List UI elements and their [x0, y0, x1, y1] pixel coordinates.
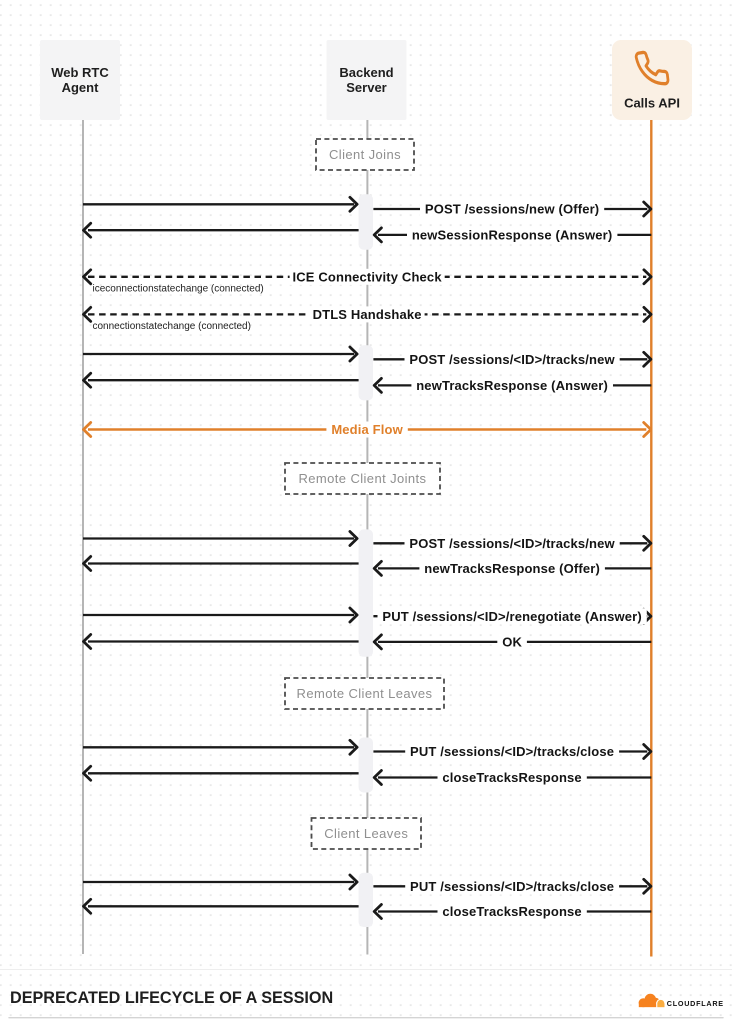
svg-text:DEPRECATED LIFECYCLE OF A SESS: DEPRECATED LIFECYCLE OF A SESSION	[10, 989, 333, 1007]
svg-text:OK: OK	[502, 635, 522, 650]
svg-text:POST /sessions/new (Offer): POST /sessions/new (Offer)	[425, 202, 599, 217]
svg-text:Server: Server	[346, 80, 386, 95]
svg-text:iceconnectionstatechange (conn: iceconnectionstatechange (connected)	[93, 284, 264, 295]
svg-text:Client Joins: Client Joins	[329, 147, 401, 162]
svg-text:newSessionResponse (Answer): newSessionResponse (Answer)	[412, 228, 613, 243]
svg-text:connectionstatechange (connect: connectionstatechange (connected)	[93, 321, 251, 332]
svg-text:POST /sessions/<ID>/tracks/new: POST /sessions/<ID>/tracks/new	[409, 536, 615, 551]
svg-text:Agent: Agent	[62, 80, 100, 95]
svg-text:PUT /sessions/<ID>/tracks/clos: PUT /sessions/<ID>/tracks/close	[410, 744, 614, 759]
svg-text:CLOUDFLARE: CLOUDFLARE	[667, 999, 724, 1008]
svg-text:DTLS Handshake: DTLS Handshake	[313, 307, 422, 322]
svg-text:PUT /sessions/<ID>/renegotiate: PUT /sessions/<ID>/renegotiate (Answer)	[382, 609, 641, 624]
svg-text:Remote Client Joints: Remote Client Joints	[299, 471, 427, 486]
svg-text:Client Leaves: Client Leaves	[324, 826, 408, 841]
svg-text:Backend: Backend	[339, 65, 393, 80]
svg-text:Remote Client Leaves: Remote Client Leaves	[297, 686, 433, 701]
svg-text:closeTracksResponse: closeTracksResponse	[442, 904, 581, 919]
svg-text:Web RTC: Web RTC	[51, 65, 109, 80]
svg-text:Media Flow: Media Flow	[331, 422, 403, 437]
svg-text:Calls API: Calls API	[624, 96, 680, 111]
svg-text:POST /sessions/<ID>/tracks/new: POST /sessions/<ID>/tracks/new	[409, 352, 615, 367]
svg-text:ICE Connectivity Check: ICE Connectivity Check	[292, 269, 442, 284]
svg-text:PUT /sessions/<ID>/tracks/clos: PUT /sessions/<ID>/tracks/close	[410, 879, 614, 894]
svg-text:newTracksResponse (Offer): newTracksResponse (Offer)	[424, 561, 600, 576]
svg-text:newTracksResponse (Answer): newTracksResponse (Answer)	[416, 378, 608, 393]
svg-text:closeTracksResponse: closeTracksResponse	[442, 770, 581, 785]
